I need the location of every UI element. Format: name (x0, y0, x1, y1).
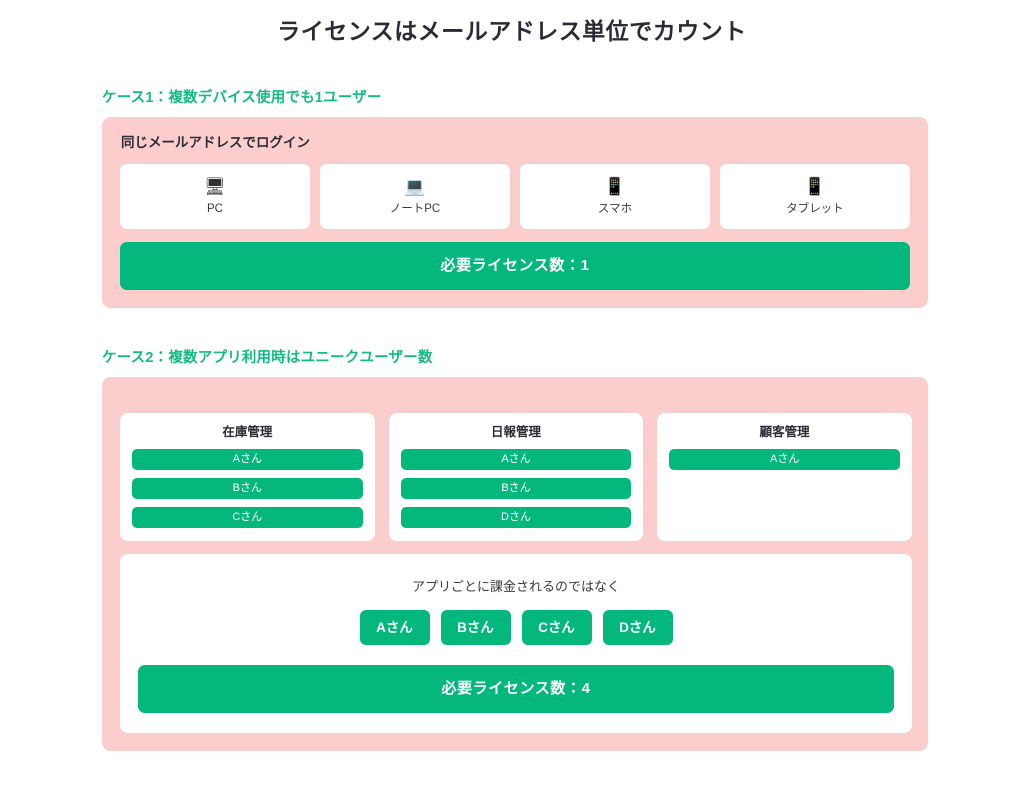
unique-user-chip: Dさん (602, 610, 673, 645)
case1-heading: ケース1：複数デバイス使用でも1ユーザー (102, 90, 382, 106)
tablet-icon: 📱 (804, 176, 826, 197)
desktop-computer-icon: 🖥 (204, 176, 226, 197)
device-label-pc: PC (207, 202, 223, 215)
user-pill: Aさん (132, 449, 363, 470)
page-title: ライセンスはメールアドレス単位でカウント (277, 18, 747, 44)
device-card-pc[interactable]: 🖥 PC (120, 164, 310, 229)
laptop-icon: 💻 (404, 176, 426, 197)
case2-panel-spacer (102, 733, 928, 751)
summary-note: アプリごとに課金されるのではなく (411, 579, 620, 594)
device-label-laptop: ノートPC (389, 202, 441, 215)
case1-license-bar: 必要ライセンス数：1 (120, 242, 910, 290)
user-pill: Bさん (400, 478, 632, 499)
case1-panel-label: 同じメールアドレスでログイン (121, 135, 310, 150)
device-label-smartphone: スマホ (597, 202, 633, 215)
device-card-tablet[interactable]: 📱 タブレット (720, 164, 910, 229)
mobile-phone-icon: 📱 (604, 176, 626, 197)
device-card-laptop[interactable]: 💻 ノートPC (320, 164, 510, 229)
case1-section: ケース1：複数デバイス使用でも1ユーザー 同じメールアドレスでログイン 🖥 PC… (0, 89, 1024, 308)
case2-section: ケース2：複数アプリ利用時はユニークユーザー数 在庫管理 Aさん Bさん Cさん… (0, 349, 1024, 751)
user-pill: Aさん (669, 449, 901, 470)
user-pill: Cさん (132, 507, 363, 528)
case1-panel: 同じメールアドレスでログイン 🖥 PC 💻 ノートPC 📱 スマホ 📱 タブレッ… (102, 117, 928, 308)
unique-user-chip: Bさん (440, 610, 511, 645)
unique-user-chip: Aさん (359, 610, 430, 645)
device-label-tablet: タブレット (786, 202, 844, 215)
app-card-row: 在庫管理 Aさん Bさん Cさん 日報管理 Aさん Bさん Dさん 顧客管理 A… (102, 377, 928, 541)
user-pill: Aさん (400, 449, 632, 470)
case2-license-bar: 必要ライセンス数：4 (138, 665, 894, 713)
case2-heading: ケース2：複数アプリ利用時はユニークユーザー数 (102, 350, 433, 366)
device-card-row: 🖥 PC 💻 ノートPC 📱 スマホ 📱 タブレット (102, 152, 928, 229)
app-card-inventory[interactable]: 在庫管理 Aさん Bさん Cさん (120, 413, 375, 541)
app-card-daily-report[interactable]: 日報管理 Aさん Bさん Dさん (388, 413, 644, 541)
device-card-smartphone[interactable]: 📱 スマホ (520, 164, 710, 229)
app-title-customer: 顧客管理 (759, 425, 810, 439)
app-title-inventory: 在庫管理 (222, 425, 273, 439)
unique-users-summary-card: アプリごとに課金されるのではなく Aさん Bさん Cさん Dさん 必要ライセンス… (120, 554, 912, 733)
case1-panel-spacer (102, 290, 928, 308)
app-card-customer[interactable]: 顧客管理 Aさん (657, 413, 913, 541)
app-title-daily-report: 日報管理 (491, 425, 542, 439)
unique-user-chip-row: Aさん Bさん Cさん Dさん (138, 610, 894, 645)
case2-panel: 在庫管理 Aさん Bさん Cさん 日報管理 Aさん Bさん Dさん 顧客管理 A… (102, 377, 928, 751)
user-pill: Dさん (400, 507, 632, 528)
unique-user-chip: Cさん (521, 610, 592, 645)
user-pill: Bさん (132, 478, 363, 499)
